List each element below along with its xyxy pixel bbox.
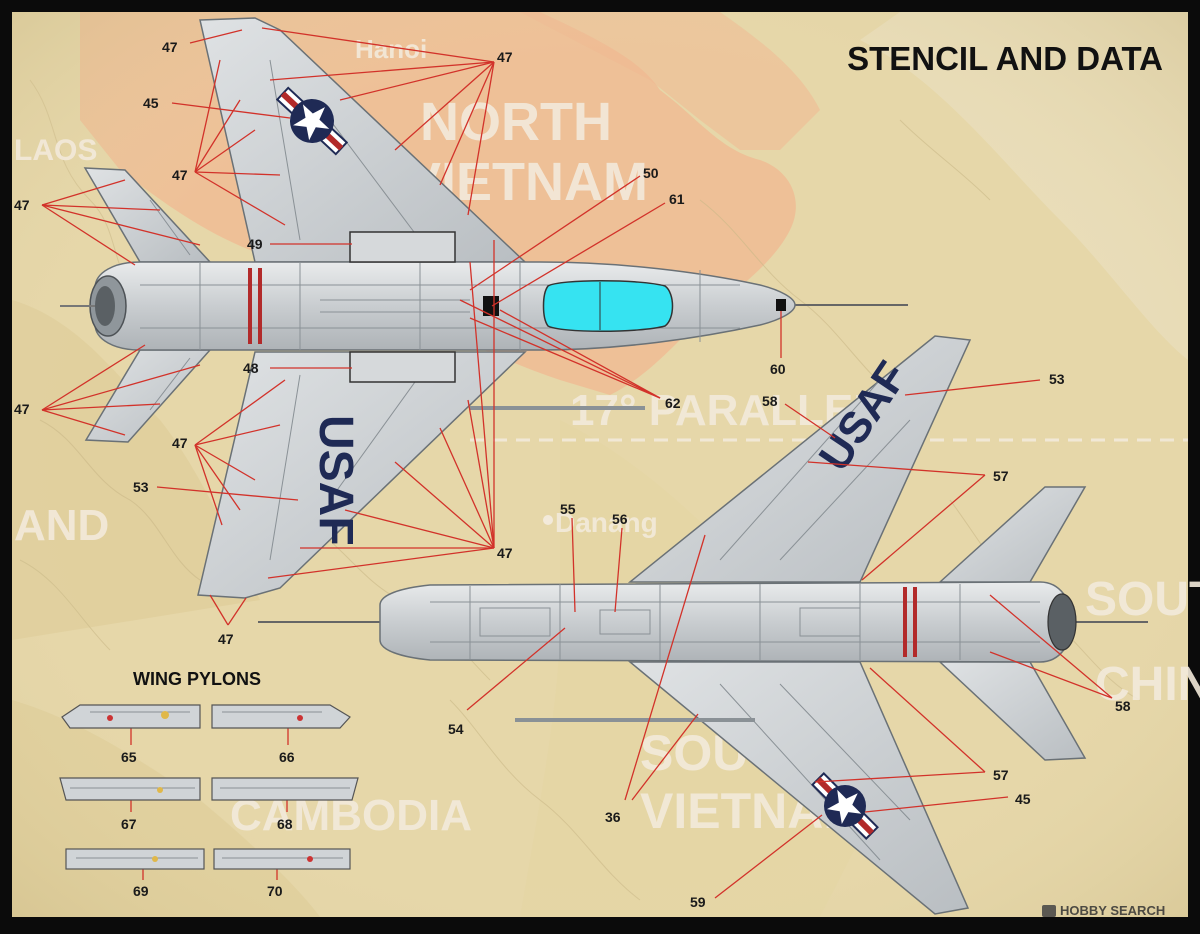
map-background (12, 12, 1188, 917)
callout-50: 50 (643, 165, 659, 181)
map-label-north-vietnam-1: NORTH (420, 92, 612, 152)
callout-61: 61 (669, 191, 685, 207)
callout-55: 55 (560, 501, 576, 517)
pylon-68: 68 (211, 777, 359, 832)
callout-47-b: 47 (497, 49, 513, 65)
watermark: HOBBY SEARCH (1042, 903, 1165, 918)
callout-60: 60 (770, 361, 786, 377)
callout-53-top: 53 (133, 479, 149, 495)
pylons-heading: WING PYLONS (133, 669, 261, 689)
callout-45-top: 45 (143, 95, 159, 111)
callout-47-h: 47 (218, 631, 234, 647)
canopy (542, 280, 674, 332)
callout-36: 36 (605, 809, 621, 825)
callout-58-top: 58 (762, 393, 778, 409)
callout-53-right: 53 (1049, 371, 1065, 387)
hobby-search-logo-icon (1042, 905, 1056, 917)
callout-49: 49 (247, 236, 263, 252)
callout-48: 48 (243, 360, 259, 376)
callout-47-c: 47 (172, 167, 188, 183)
usaf-star-roundel-icon (275, 86, 349, 156)
callout-67: 67 (121, 816, 137, 832)
callout-56: 56 (612, 511, 628, 527)
callout-70: 70 (267, 883, 283, 899)
callout-58-right: 58 (1115, 698, 1131, 714)
callout-68: 68 (277, 816, 293, 832)
callout-47-f: 47 (172, 435, 188, 451)
pylon-70: 70 (213, 848, 351, 899)
callout-57-top: 57 (993, 468, 1009, 484)
callout-47-d: 47 (14, 197, 30, 213)
pylon-67: 67 (59, 777, 201, 832)
underside-upper-wing (627, 335, 972, 583)
watermark-text: HOBBY SEARCH (1060, 903, 1165, 918)
pylon-69: 69 (65, 848, 205, 899)
map-label-south-china: SOUTH (1085, 573, 1200, 626)
pylon-66: 66 (211, 704, 351, 765)
usaf-marking-top: USAF (309, 415, 362, 546)
callout-54: 54 (448, 721, 464, 737)
callout-47-e: 47 (14, 401, 30, 417)
callout-45-bottom: 45 (1015, 791, 1031, 807)
danang-dot (543, 515, 553, 525)
callout-62: 62 (665, 395, 681, 411)
page-title: STENCIL AND DATA (847, 40, 1163, 77)
map-label-china-2: CHINA (1095, 658, 1200, 711)
callout-numbers: 47 47 45 47 50 61 47 49 60 48 53 62 58 4… (14, 39, 1131, 910)
map-label-hanoi: Hanoi (355, 34, 427, 64)
callout-47-g: 47 (497, 545, 513, 561)
underside-lower-wing (627, 661, 970, 915)
callout-65: 65 (121, 749, 137, 765)
callout-69: 69 (133, 883, 149, 899)
callout-57-bottom: 57 (993, 767, 1009, 783)
map-label-thailand: AND (14, 501, 109, 550)
leader-lines (41, 27, 1113, 899)
callout-47-a: 47 (162, 39, 178, 55)
usaf-star-roundel-icon-bottom (811, 772, 879, 840)
wing-pylons-section: WING PYLONS 65 66 67 68 (59, 669, 359, 899)
lower-wing (197, 351, 527, 599)
aircraft-bottom-view: USAF (258, 335, 1148, 915)
map-label-laos: LAOS (14, 134, 97, 167)
callout-59: 59 (690, 894, 706, 910)
callout-66: 66 (279, 749, 295, 765)
fuselage-underside (379, 581, 1073, 663)
pylon-65: 65 (61, 704, 201, 765)
